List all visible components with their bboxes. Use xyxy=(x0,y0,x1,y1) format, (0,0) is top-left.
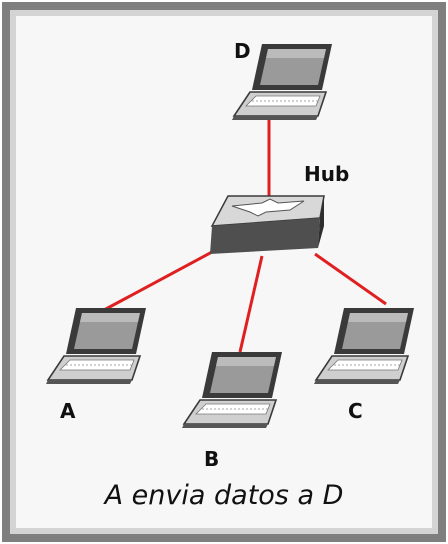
node-label-b: B xyxy=(204,447,219,471)
link-b-hub xyxy=(238,255,264,353)
node-label-d: D xyxy=(234,39,251,63)
hub-label: Hub xyxy=(304,162,349,186)
node-label-c: C xyxy=(348,399,363,423)
canvas-background xyxy=(16,16,432,528)
diagram-caption: A envia datos a D xyxy=(103,480,344,511)
network-hub-icon xyxy=(210,195,325,254)
link-a-hub xyxy=(103,250,213,312)
link-c-hub xyxy=(314,252,387,306)
node-label-a: A xyxy=(60,399,76,423)
